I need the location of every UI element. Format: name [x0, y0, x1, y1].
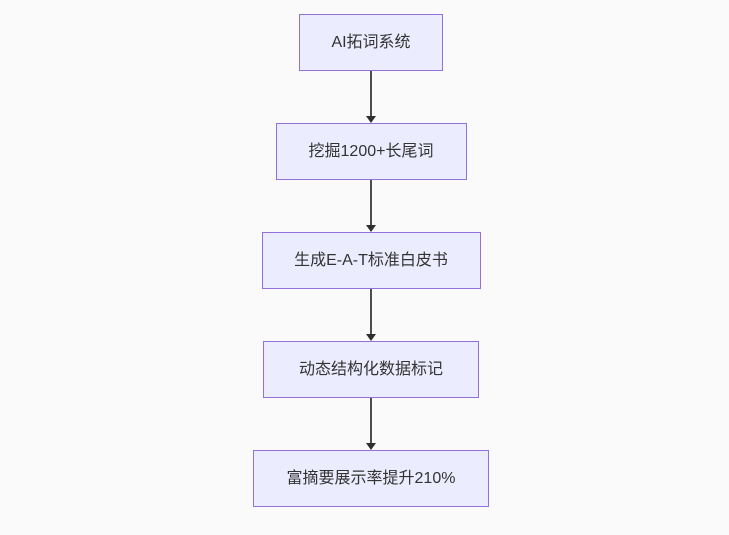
- flowchart: AI拓词系统 挖掘1200+长尾词 生成E-A-T标准白皮书 动态结构化数据标记: [253, 14, 489, 507]
- arrow-line: [370, 71, 372, 116]
- flowchart-node-longtail-mining: 挖掘1200+长尾词: [275, 123, 467, 180]
- flowchart-node-structured-data-markup: 动态结构化数据标记: [263, 341, 479, 398]
- arrow-connector: [366, 180, 376, 232]
- arrow-line: [370, 180, 372, 225]
- arrow-head-icon: [366, 443, 376, 450]
- node-label: AI拓词系统: [331, 33, 411, 51]
- flowchart-node-eat-whitepaper: 生成E-A-T标准白皮书: [261, 232, 481, 289]
- arrow-connector: [366, 71, 376, 123]
- arrow-line: [370, 398, 372, 443]
- arrow-connector: [366, 398, 376, 450]
- flowchart-node-rich-snippet-rate: 富摘要展示率提升210%: [253, 450, 489, 507]
- node-label: 生成E-A-T标准白皮书: [294, 251, 448, 269]
- arrow-head-icon: [366, 225, 376, 232]
- arrow-head-icon: [366, 116, 376, 123]
- node-label: 挖掘1200+长尾词: [308, 142, 434, 160]
- arrow-line: [370, 289, 372, 334]
- arrow-connector: [366, 289, 376, 341]
- arrow-head-icon: [366, 334, 376, 341]
- node-label: 动态结构化数据标记: [298, 360, 443, 378]
- node-label: 富摘要展示率提升210%: [286, 469, 456, 487]
- flowchart-node-ai-keyword-system: AI拓词系统: [299, 14, 443, 71]
